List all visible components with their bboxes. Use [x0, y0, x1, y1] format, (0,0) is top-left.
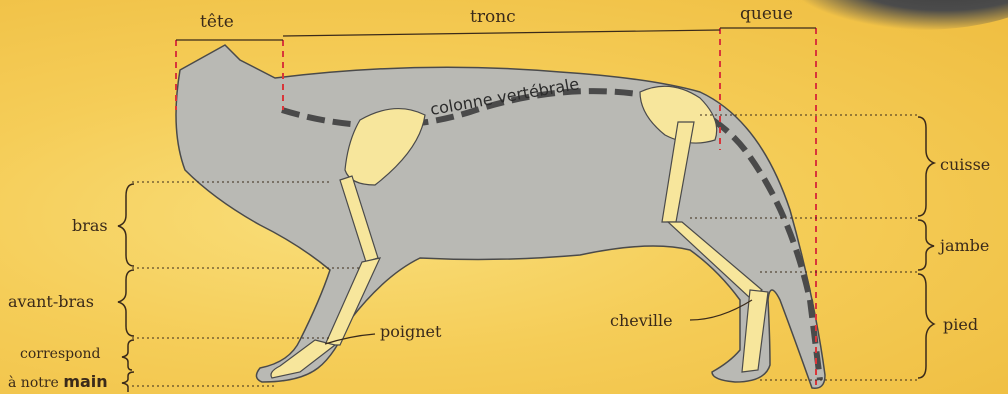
left-braces — [118, 184, 134, 392]
label-thigh: cuisse — [940, 155, 990, 174]
label-arm: bras — [72, 216, 108, 235]
label-trunk: tronc — [470, 7, 516, 27]
label-hand: main — [63, 372, 107, 391]
right-braces — [918, 117, 934, 378]
label-to-our: à notre — [8, 375, 59, 391]
label-tail: queue — [740, 4, 793, 24]
label-to-our-hand: à notre main — [8, 372, 108, 391]
label-ankle: cheville — [610, 311, 673, 330]
label-foot: pied — [943, 315, 978, 334]
label-wrist: poignet — [380, 322, 441, 341]
label-head: tête — [200, 12, 234, 32]
label-corresponds: correspond — [20, 346, 101, 362]
label-leg: jambe — [940, 236, 989, 255]
label-forearm: avant-bras — [8, 292, 94, 311]
